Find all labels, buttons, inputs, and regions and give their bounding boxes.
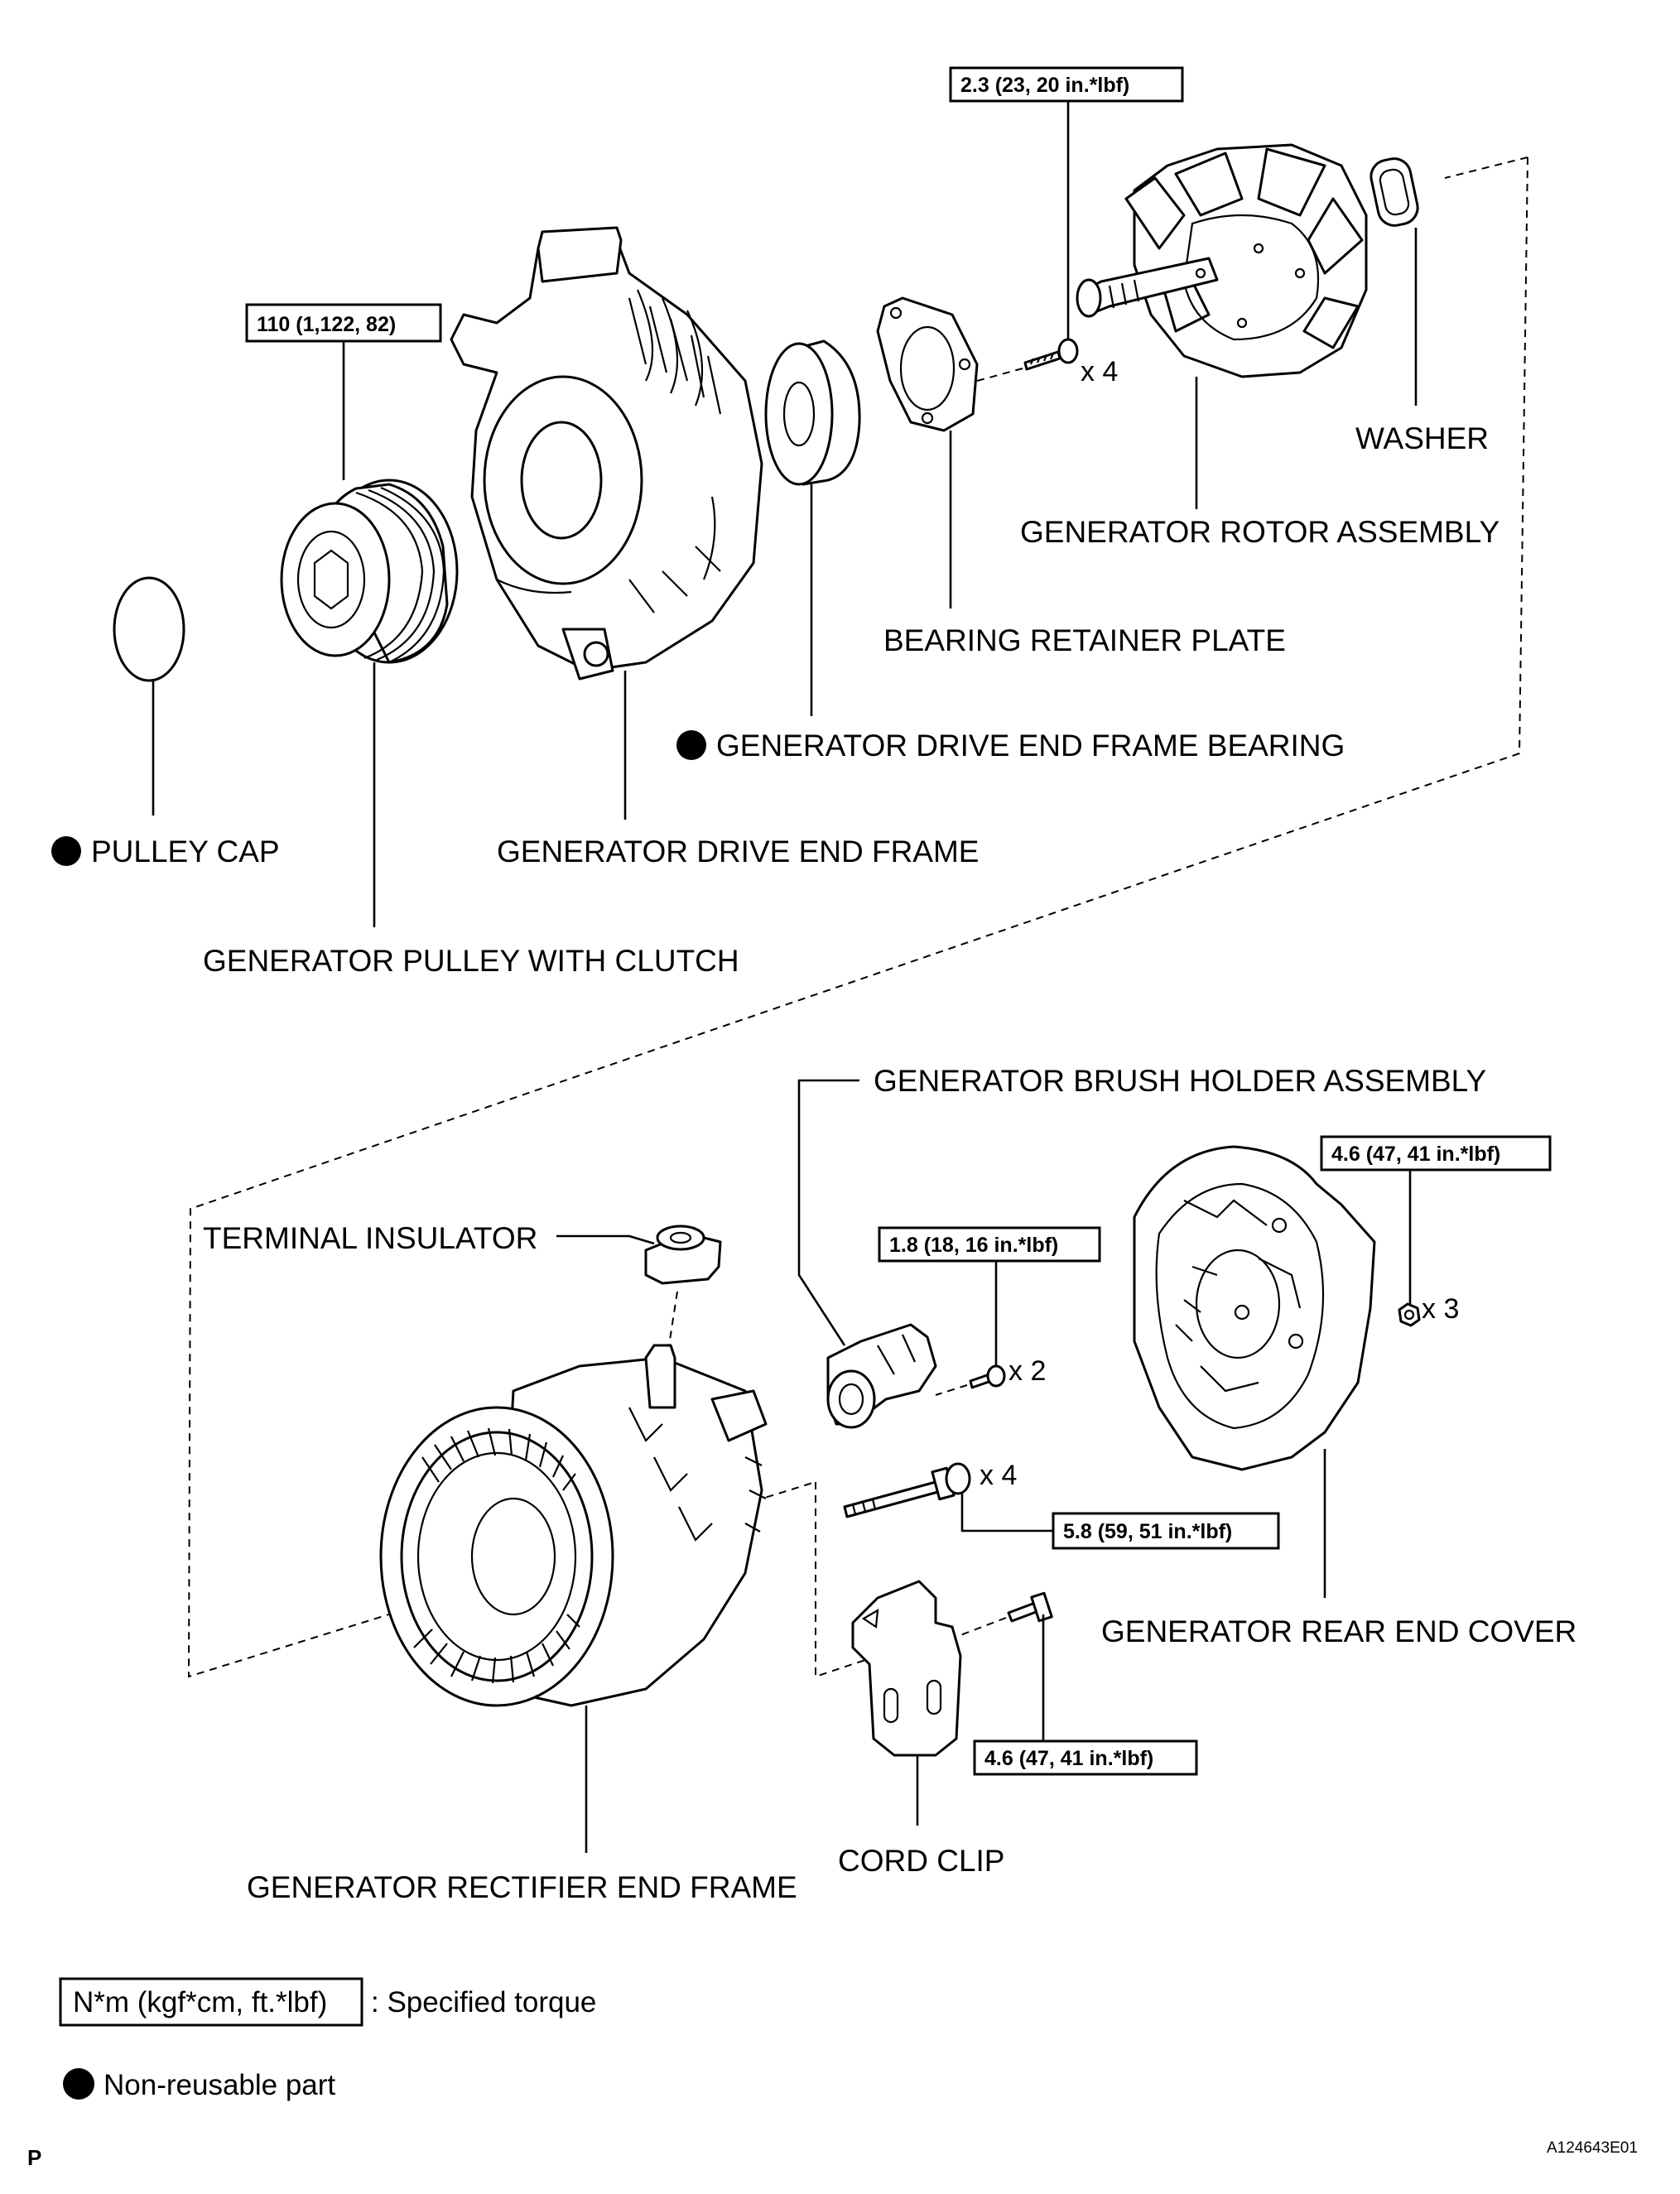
through-bolt-part: [843, 1462, 971, 1518]
through-bolt-quantity: x 4: [980, 1460, 1017, 1491]
generator-brush-holder-assembly-label: GENERATOR BRUSH HOLDER ASSEMBLY: [874, 1064, 1486, 1098]
generator-drive-end-frame-label: GENERATOR DRIVE END FRAME: [497, 835, 979, 868]
retainer-screw-torque-value: 2.3 (23, 20 in.*lbf): [960, 74, 1129, 97]
generator-rotor-assembly-part: [1076, 143, 1368, 378]
cord-clip-bolt-torque-box: [973, 1739, 1198, 1776]
generator-drive-end-frame-bearing-part: [764, 339, 861, 486]
bearing-retainer-plate-label: BEARING RETAINER PLATE: [883, 623, 1286, 657]
brush-holder-screw-torque-value: 1.8 (18, 16 in.*lbf): [889, 1234, 1058, 1257]
retainer-screw-torque-box: [949, 66, 1184, 103]
generator-drive-end-frame-part: [450, 226, 763, 681]
bearing-retainer-plate-part: [876, 296, 979, 432]
page-letter: P: [27, 2145, 41, 2170]
pulley-torque-value: 110 (1,122, 82): [257, 313, 396, 336]
retainer-screw-quantity: x 4: [1081, 356, 1118, 387]
cord-clip-label: CORD CLIP: [838, 1844, 1004, 1878]
washer-label: WASHER: [1355, 421, 1489, 455]
rear-cover-nut-part: [1398, 1302, 1421, 1327]
assembly-outline: [187, 156, 1528, 1678]
brush-holder-screw-quantity: x 2: [1008, 1355, 1046, 1387]
generator-pulley-with-clutch-label: GENERATOR PULLEY WITH CLUTCH: [203, 944, 739, 978]
generator-rectifier-end-frame-part: [379, 1344, 768, 1707]
generator-rectifier-end-frame-label: GENERATOR RECTIFIER END FRAME: [247, 1870, 797, 1904]
legend-torque-units: N*m (kgf*cm, ft.*lbf): [73, 1986, 327, 2018]
washer-part: [1370, 157, 1419, 227]
through-bolt-torque-leader: [960, 1494, 1053, 1532]
pulley-cap-label: PULLEY CAP: [91, 835, 280, 868]
legend-nonreusable-description: Non-reusable part: [103, 2069, 335, 2101]
bearing-nonreusable-marker: [676, 730, 706, 760]
figure-id: A124643E01: [1547, 2139, 1638, 2157]
generator-rotor-assembly-label: GENERATOR ROTOR ASSEMBLY: [1020, 515, 1499, 549]
pulley-cap-nonreusable-marker: [51, 836, 81, 866]
rear-cover-nut-torque-box: [1320, 1135, 1552, 1172]
cord-clip-bolt-part: [960, 1591, 1053, 1636]
cord-clip-part: [851, 1580, 962, 1757]
legend-torque-description: : Specified torque: [371, 1986, 596, 2018]
brush-holder-screw-part: [935, 1364, 1006, 1396]
rear-cover-nut-torque-value: 4.6 (47, 41 in.*lbf): [1331, 1143, 1500, 1166]
legend-nonreusable-marker: [63, 2068, 94, 2100]
rear-cover-nut-quantity: x 3: [1422, 1293, 1459, 1325]
generator-pulley-with-clutch-part: [280, 479, 459, 664]
pulley-cap-part: [113, 576, 185, 682]
legend-torque-box: [59, 1977, 363, 2027]
generator-drive-end-frame-bearing-label: GENERATOR DRIVE END FRAME BEARING: [716, 729, 1345, 763]
cord-clip-bolt-torque-value: 4.6 (47, 41 in.*lbf): [984, 1747, 1153, 1770]
generator-rear-end-cover-label: GENERATOR REAR END COVER: [1101, 1614, 1577, 1648]
generator-rear-end-cover-part: [1133, 1145, 1376, 1471]
brush-holder-screw-torque-box: [878, 1226, 1101, 1263]
terminal-insulator-part: [644, 1225, 722, 1285]
generator-brush-holder-assembly-part: [826, 1323, 937, 1429]
terminal-insulator-guide: [668, 1291, 678, 1346]
terminal-insulator-leader: [556, 1234, 655, 1245]
retainer-screw-part: [976, 338, 1079, 382]
terminal-insulator-label: TERMINAL INSULATOR: [203, 1221, 537, 1255]
brush-holder-leader: [797, 1079, 859, 1346]
through-bolt-torque-value: 5.8 (59, 51 in.*lbf): [1063, 1520, 1232, 1543]
